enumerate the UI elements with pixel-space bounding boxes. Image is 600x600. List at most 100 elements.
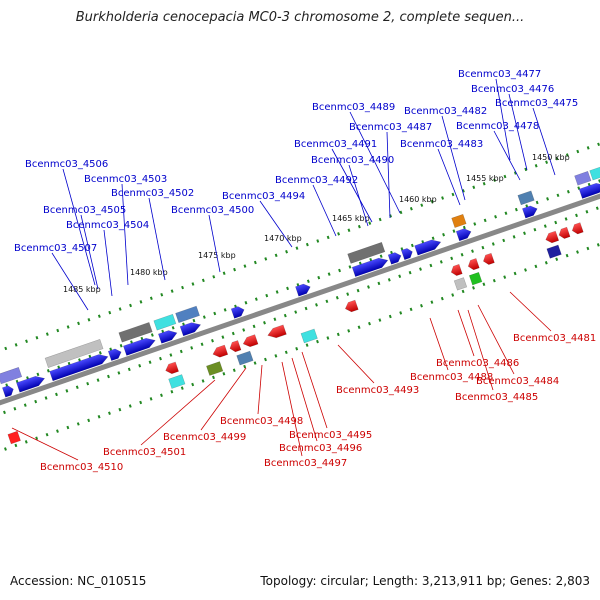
- track-tick: [595, 206, 599, 210]
- reverse-gene-label: Bcenmc03_4496: [279, 443, 362, 454]
- track-tick: [295, 346, 299, 351]
- forward-gene-block: [44, 338, 104, 368]
- track-tick: [554, 220, 558, 225]
- track-tick: [148, 360, 152, 364]
- track-tick: [493, 178, 497, 182]
- track-tick: [66, 325, 70, 329]
- track-tick: [108, 411, 111, 415]
- track-tick: [586, 146, 590, 150]
- forward-gene-arrow: [107, 348, 122, 361]
- reverse-gene-arrow: [344, 299, 359, 313]
- label-leader-line: [495, 78, 511, 161]
- reverse-gene-label: Bcenmc03_4484: [476, 376, 559, 387]
- accession-text: Accession: NC_010515: [10, 574, 147, 588]
- track-tick: [263, 321, 266, 325]
- track-tick: [36, 372, 40, 377]
- scale-label: 1485 kbp: [63, 285, 101, 294]
- scale-label: 1455 kbp: [466, 174, 504, 183]
- track-tick: [118, 307, 122, 311]
- track-tick: [180, 386, 184, 390]
- feature-tracks: [0, 142, 600, 452]
- track-tick: [13, 407, 17, 411]
- track-tick: [451, 293, 455, 297]
- track-tick: [565, 253, 569, 258]
- track-tick: [325, 299, 329, 304]
- track-tick: [294, 310, 298, 314]
- track-tick: [337, 232, 340, 236]
- track-tick: [45, 432, 49, 437]
- track-tick: [565, 153, 569, 157]
- track-tick: [367, 285, 370, 289]
- track-tick: [169, 353, 173, 357]
- track-tick: [357, 325, 361, 329]
- forward-gene-arrow: [351, 257, 389, 278]
- track-tick: [564, 217, 568, 221]
- forward-gene-label: Bcenmc03_4478: [456, 121, 539, 132]
- label-leader-line: [348, 164, 369, 227]
- track-tick: [556, 193, 560, 198]
- reverse-gene-label: Bcenmc03_4481: [513, 333, 596, 344]
- forward-gene-label: Bcenmc03_4500: [171, 205, 254, 216]
- track-tick: [462, 225, 466, 230]
- track-tick: [513, 271, 517, 276]
- track-tick: [35, 436, 39, 441]
- track-tick: [243, 264, 247, 268]
- track-tick: [160, 292, 164, 297]
- track-tick: [139, 300, 143, 304]
- forward-gene-arrow: [49, 354, 109, 382]
- track-tick: [171, 326, 175, 330]
- track-tick: [243, 364, 247, 369]
- forward-gene-block: [517, 190, 535, 206]
- track-tick: [348, 265, 352, 269]
- gene-features: [0, 164, 600, 445]
- track-tick: [170, 389, 174, 394]
- track-tick: [503, 275, 507, 279]
- track-tick: [138, 364, 142, 368]
- track-tick: [200, 342, 204, 347]
- track-tick: [597, 142, 600, 147]
- track-tick: [504, 211, 508, 215]
- track-tick: [576, 250, 579, 254]
- label-leader-line: [312, 184, 337, 237]
- track-tick: [419, 267, 422, 271]
- label-leader-line: [208, 214, 221, 273]
- track-tick: [273, 317, 277, 321]
- track-tick: [66, 425, 70, 430]
- reverse-gene-arrow: [483, 252, 495, 265]
- label-leader-line: [257, 364, 263, 415]
- track-tick: [356, 288, 360, 293]
- sequence-backbone: [0, 147, 600, 452]
- track-tick: [117, 371, 121, 375]
- reverse-gene-label: Bcenmc03_4510: [40, 462, 123, 473]
- track-tick: [398, 274, 402, 278]
- track-tick: [190, 346, 194, 350]
- reverse-gene-block: [206, 361, 224, 376]
- track-tick: [244, 301, 248, 305]
- track-tick: [191, 282, 195, 286]
- track-tick: [201, 278, 205, 283]
- track-tick: [326, 336, 330, 340]
- track-tick: [305, 343, 309, 347]
- forward-gene-label: Bcenmc03_4487: [349, 122, 432, 133]
- track-tick: [3, 410, 6, 415]
- label-leader-line: [493, 130, 521, 181]
- track-tick: [481, 245, 485, 250]
- track-tick: [34, 399, 38, 404]
- forward-gene-block: [175, 305, 200, 324]
- label-leader-line: [148, 197, 166, 281]
- track-tick: [491, 242, 495, 246]
- forward-gene-label: Bcenmc03_4483: [400, 139, 483, 150]
- track-tick: [201, 379, 205, 383]
- forward-gene-label: Bcenmc03_4477: [458, 69, 541, 80]
- track-tick: [23, 403, 27, 407]
- track-tick: [305, 242, 309, 247]
- reverse-gene-arrow: [267, 324, 287, 339]
- reverse-gene-label: Bcenmc03_4501: [103, 447, 186, 458]
- forward-gene-block: [153, 313, 177, 331]
- reverse-gene-label: Bcenmc03_4495: [289, 430, 372, 441]
- track-tick: [254, 297, 258, 301]
- gene-labels: Bcenmc03_4477Bcenmc03_4476Bcenmc03_4475B…: [14, 69, 596, 473]
- track-tick: [211, 338, 214, 343]
